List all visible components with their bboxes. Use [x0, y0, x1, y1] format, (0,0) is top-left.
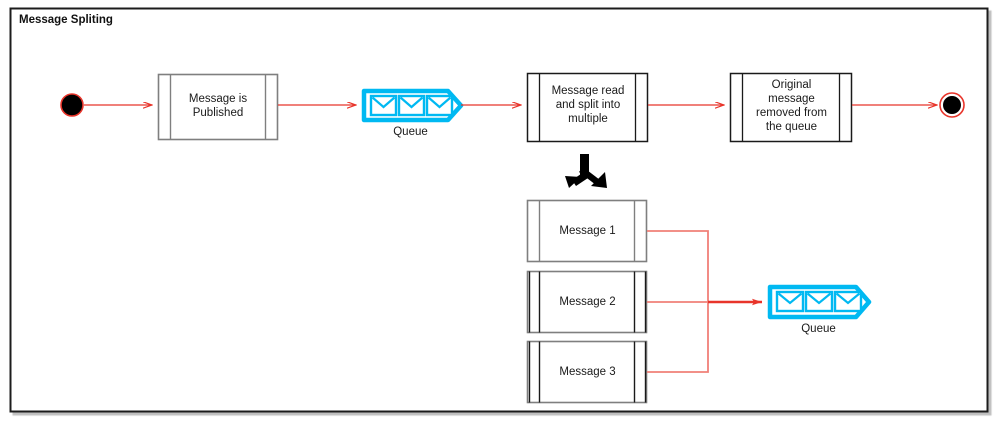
queue-bottom-icon[interactable] [767, 284, 872, 320]
end-event[interactable] [939, 92, 965, 118]
queue-top-icon[interactable] [361, 88, 464, 123]
task-message-1[interactable] [526, 199, 648, 263]
envelope-icon [775, 290, 805, 313]
task-message-read-and-split[interactable] [526, 72, 649, 143]
envelope-icon [425, 94, 454, 117]
queue-bottom-label: Queue [801, 323, 836, 335]
envelope-icon [804, 290, 834, 313]
split-fork-icon [565, 154, 607, 188]
queue-top-label: Queue [393, 126, 428, 138]
task-message-is-published[interactable] [157, 73, 279, 141]
flow-message-1-to-queue-bottom [647, 230, 709, 302]
task-message-2[interactable] [526, 270, 648, 334]
task-original-message-removed[interactable] [729, 72, 853, 143]
envelope-icon [833, 290, 863, 313]
task-message-3[interactable] [526, 340, 648, 404]
start-event[interactable] [60, 93, 84, 117]
pool-title: Message Spliting [19, 14, 113, 26]
envelope-icon [397, 94, 426, 117]
envelope-icon [369, 94, 398, 117]
flow-message-3-to-queue-bottom [647, 302, 709, 373]
pool-frame [9, 7, 989, 413]
